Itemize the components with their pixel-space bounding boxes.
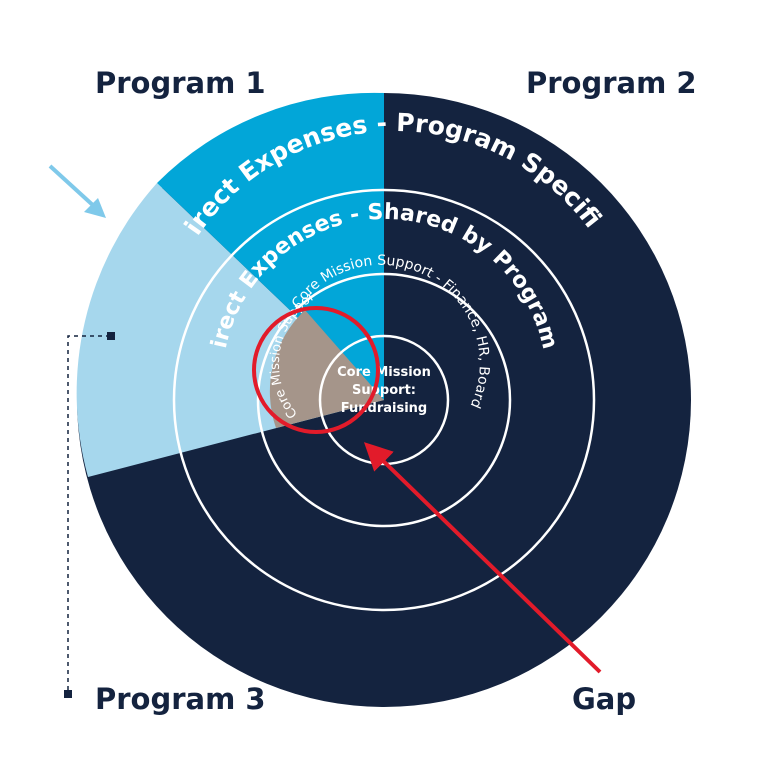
- center-label-line-3: Fundraising: [341, 401, 427, 416]
- gap-label: Gap: [572, 682, 637, 716]
- program-1-direct-wedge: [157, 92, 384, 400]
- ring-shared-programs: [172, 188, 596, 612]
- program-1-label: Program 1: [95, 66, 266, 100]
- program-3-bracket: [64, 332, 115, 698]
- center-label-line-1: Core Mission: [337, 365, 431, 380]
- gap-highlight-circle: [252, 306, 380, 434]
- center-label-line-2: Support:: [352, 383, 416, 398]
- ring-admin-support: [256, 272, 512, 528]
- arrow-up-left-icon: [363, 442, 602, 674]
- program-3-label: Program 3: [95, 682, 266, 716]
- program-2-label: Program 2: [526, 66, 697, 100]
- arrow-down-right-icon: [48, 164, 106, 218]
